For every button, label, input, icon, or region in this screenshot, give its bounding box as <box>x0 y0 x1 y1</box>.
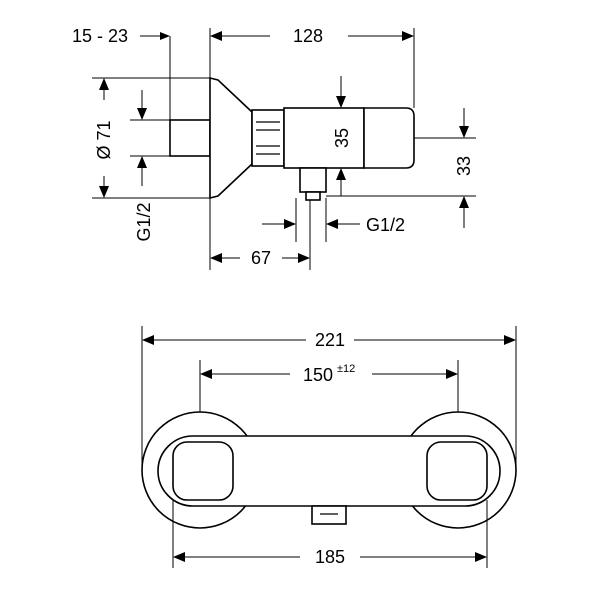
label-setback: 15 - 23 <box>72 26 128 46</box>
dim-overall-width: 221 <box>141 326 517 470</box>
connector-nut <box>251 109 285 167</box>
valve-body <box>283 107 365 169</box>
rosette <box>209 76 253 200</box>
label-body-width: 185 <box>315 547 345 567</box>
dim-setback: 15 - 23 <box>72 26 171 120</box>
dim-body-width: 185 <box>172 500 488 568</box>
label-centers-tolerance: ±12 <box>337 363 355 375</box>
dim-thread-inlet: G1/2 <box>130 90 170 242</box>
outlet-tip <box>305 191 321 201</box>
dim-thread-outlet: G1/2 <box>262 198 405 242</box>
dim-length: 128 <box>209 26 415 108</box>
outlet-front <box>311 505 347 525</box>
handle-knob <box>363 107 415 169</box>
label-length: 128 <box>293 26 323 46</box>
label-outlet-height: 33 <box>454 156 474 176</box>
dim-rosette-diameter: Ø 71 <box>92 77 210 199</box>
label-outlet-offset: 67 <box>251 248 271 268</box>
dim-body-height: 35 <box>332 76 352 196</box>
label-centers: 150 <box>303 365 333 385</box>
handle-left <box>172 441 234 501</box>
front-view: 221 150 ±12 185 <box>141 326 517 568</box>
label-thread-outlet: G1/2 <box>366 215 405 235</box>
inlet-stub <box>169 119 211 157</box>
dim-centers: 150 ±12 <box>199 360 459 412</box>
label-thread-inlet: G1/2 <box>134 202 154 241</box>
label-body-height: 35 <box>332 128 352 148</box>
side-view: 15 - 23 128 Ø 71 <box>72 26 476 270</box>
handle-right <box>426 441 488 501</box>
dim-outlet-height: 33 <box>326 108 476 228</box>
outlet-fitting <box>299 167 327 193</box>
label-rosette-diameter: Ø 71 <box>94 120 114 159</box>
label-overall-width: 221 <box>315 330 345 350</box>
dim-outlet-offset: 67 <box>209 198 311 270</box>
